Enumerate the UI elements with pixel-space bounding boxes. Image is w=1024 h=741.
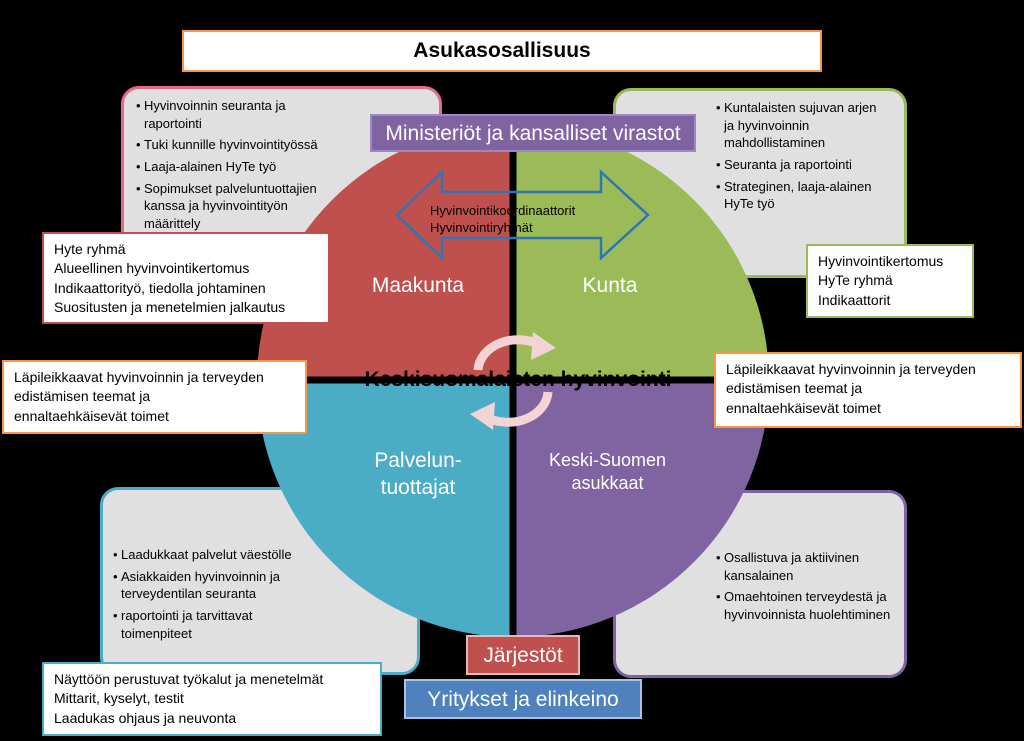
label-asukkaat: Keski-Suomen asukkaat [525, 449, 690, 496]
list-item: Strateginen, laaja-alainen HyTe työ [716, 178, 886, 213]
quadrant-palvelu [257, 381, 513, 637]
label-kunta: Kunta [582, 274, 638, 297]
box-line: Alueellinen hyvinvointikertomus [54, 260, 250, 277]
label-palvelu-line: tuottajat [380, 476, 456, 500]
list-item: Asiakkaiden hyvinvoinnin ja terveydentil… [113, 568, 323, 603]
page-title-text: Asukasosallisuus [413, 39, 591, 62]
arrow-text: Hyvinvointikoordinaattorit Hyvinvointiry… [430, 203, 575, 237]
list-item: raportointi ja tarvittavat toimenpiteet [113, 607, 323, 642]
card-top-left-list: Hyvinvoinnin seuranta ja raportointi Tuk… [136, 97, 342, 233]
list-item: Seuranta ja raportointi [716, 156, 886, 174]
list-item: Omaehtoinen terveydestä ja hyvinvoinnist… [716, 588, 896, 623]
quadrant-kunta [513, 125, 769, 381]
orgs-tag: Järjestöt [466, 635, 580, 675]
label-maakunta: Maakunta [371, 274, 465, 297]
list-item: Laadukkaat palvelut väestölle [113, 546, 323, 564]
double-arrow-icon [395, 169, 650, 261]
card-bottom-left-list: Laadukkaat palvelut väestölle Asiakkaide… [113, 546, 323, 642]
box-line: edistämisen teemat ja [726, 380, 863, 397]
list-item: Laaja-alainen HyTe työ [136, 158, 342, 176]
box-line: edistämisen teemat ja [14, 388, 151, 405]
box-line: HyTe ryhmä [818, 272, 893, 289]
label-palvelu: Palvelun- tuottajat [338, 447, 498, 502]
business-tag: Yritykset ja elinkeino [404, 679, 642, 719]
list-item: Hyvinvoinnin seuranta ja raportointi [136, 97, 342, 132]
box-line: Hyte ryhmä [54, 241, 126, 257]
box-line: Indikaattorityö, tiedolla johtaminen [54, 279, 266, 296]
list-item: Tuki kunnille hyvinvointityössä [136, 136, 342, 154]
list-item: Kuntalaisten sujuvan arjen ja hyvinvoinn… [716, 99, 886, 152]
box-line: Läpileikkaavat hyvinvoinnin ja terveyden [14, 369, 264, 385]
box-line: Suositusten ja menetelmien jalkautus [54, 298, 286, 315]
box-line: Laadukas ohjaus ja neuvonta [54, 709, 237, 726]
quadrant-asukkaat [513, 381, 769, 637]
box-kunta-reports: Hyvinvointikertomus HyTe ryhmä Indikaatt… [806, 244, 974, 318]
box-line: Läpileikkaavat hyvinvoinnin ja terveyden [726, 361, 976, 377]
box-line: Näyttöön perustuvat työkalut ja menetelm… [54, 671, 324, 687]
cycle-arrows-icon [470, 332, 556, 430]
box-line: ennaltaehkäisevät toimet [726, 399, 881, 416]
ministry-tag: Ministeriöt ja kansalliset virastot [370, 114, 696, 152]
box-tools: Näyttöön perustuvat työkalut ja menetelm… [42, 662, 382, 736]
arrow-text-line: Hyvinvointikoordinaattorit [430, 203, 576, 218]
label-asukkaat-line: asukkaat [571, 473, 644, 494]
page-title: Asukasosallisuus [182, 30, 822, 72]
center-title: Keskisuomalaisten hyvinvointi [364, 368, 672, 391]
card-top-right-list: Kuntalaisten sujuvan arjen ja hyvinvoinn… [716, 99, 886, 213]
box-line: ennaltaehkäisevät toimet [14, 407, 169, 424]
card-bottom-right-list: Osallistuva ja aktiivinen kansalainen Om… [716, 549, 896, 624]
box-crosscutting-right: Läpileikkaavat hyvinvoinnin ja terveyden… [714, 352, 1022, 428]
label-asukkaat-line: Keski-Suomen [548, 450, 667, 470]
box-line: Indikaattorit [818, 291, 891, 308]
arrow-text-line: Hyvinvointiryhmät [430, 219, 533, 235]
box-crosscutting-left: Läpileikkaavat hyvinvoinnin ja terveyden… [2, 360, 307, 434]
list-item: Osallistuva ja aktiivinen kansalainen [716, 549, 896, 584]
box-hyte-ryhma: Hyte ryhmä Alueellinen hyvinvointikertom… [42, 232, 330, 324]
box-line: Mittarit, kyselyt, testit [54, 690, 184, 707]
list-item: Sopimukset palveluntuottajien kanssa ja … [136, 180, 342, 233]
box-line: Hyvinvointikertomus [818, 253, 944, 269]
label-palvelu-line: Palvelun- [374, 449, 462, 472]
